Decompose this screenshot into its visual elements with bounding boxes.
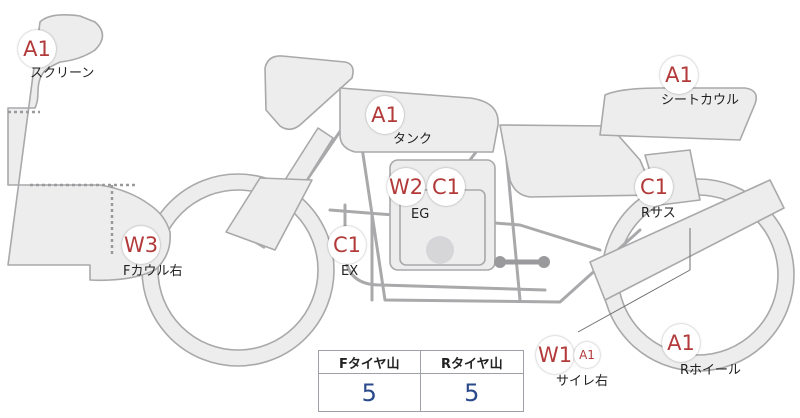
silencer-badge-a1[interactable]: A1 <box>574 342 600 368</box>
engine-badge-c1[interactable]: C1 <box>427 168 465 206</box>
rsus-label: Rサス <box>641 206 676 221</box>
exhaust-badge-c1[interactable]: C1 <box>328 226 366 264</box>
exhaust-label: EX <box>341 264 359 279</box>
seat-cowl-badge-a1[interactable]: A1 <box>660 56 698 94</box>
front-fork <box>225 127 334 251</box>
engine-badge-w2[interactable]: W2 <box>387 168 425 206</box>
rear-tire-header: Rタイヤ山 <box>419 350 525 374</box>
tire-table-value-row: 5 5 <box>318 373 525 412</box>
tire-table-header-row: Fタイヤ山 Rタイヤ山 <box>318 350 525 374</box>
fcowl-badge-w3[interactable]: W3 <box>122 226 160 264</box>
front-tire-header: Fタイヤ山 <box>318 350 421 374</box>
handle-block <box>264 55 354 131</box>
rwheel-badge-a1[interactable]: A1 <box>662 324 700 362</box>
seat-cowl-shape <box>599 87 758 141</box>
tank-label: タンク <box>393 132 433 147</box>
muffler <box>589 179 785 301</box>
seat-cowl-label: シートカウル <box>661 93 740 108</box>
silencer-label: サイレ右 <box>556 374 609 389</box>
tank-badge-a1[interactable]: A1 <box>366 96 404 134</box>
rear-tire-value: 5 <box>419 373 525 412</box>
front-tire-value: 5 <box>318 373 421 412</box>
screen-badge-a1[interactable]: A1 <box>18 30 56 68</box>
silencer-leader-line <box>577 269 691 333</box>
engine-block <box>389 159 550 271</box>
silencer-badge-w1[interactable]: W1 <box>536 336 574 374</box>
front-cowl <box>7 14 172 282</box>
screen-label: スクリーン <box>30 66 95 81</box>
engine-label: EG <box>411 207 430 222</box>
rwheel-label: Rホイール <box>680 363 742 378</box>
tire-tread-table: Fタイヤ山 Rタイヤ山 5 5 <box>318 350 525 412</box>
rsus-badge-c1[interactable]: C1 <box>635 168 673 206</box>
fcowl-label: Fカウル右 <box>123 264 183 279</box>
